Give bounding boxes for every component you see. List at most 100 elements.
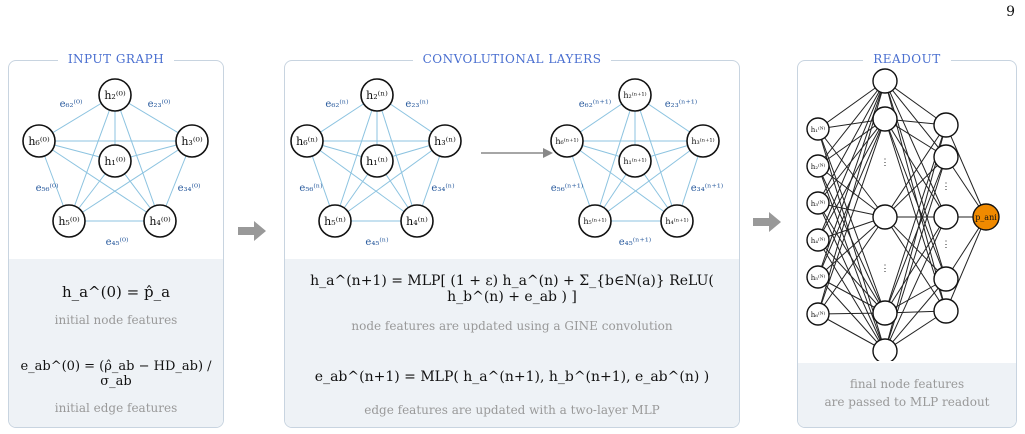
mlp-ellipsis: ⋮	[881, 264, 890, 274]
input-graph-panel: INPUT GRAPH h₂⁽⁰⁾ h₆⁽⁰⁾ h₁⁽⁰⁾ h₃⁽⁰⁾ h	[8, 52, 224, 428]
conv-graphs-diagram: h₂⁽ⁿ⁾ h₆⁽ⁿ⁾ h₁⁽ⁿ⁾ h₃⁽ⁿ⁾ h₅⁽ⁿ⁾ h₄⁽ⁿ⁾ e₆₂⁽…	[290, 78, 723, 248]
node-n1-h2	[618, 78, 652, 112]
input-edge-equation: e_ab^(0) = (ρ̂_ab − HD_ab) / σ_ab	[20, 359, 212, 389]
edge-n1-e23: e₂₃⁽ⁿ⁺¹⁾	[665, 99, 697, 110]
edge-n1-e62: e₆₂⁽ⁿ⁺¹⁾	[579, 99, 611, 110]
node-n-h6	[290, 124, 324, 158]
mlp-connection	[817, 80, 886, 241]
mlp-connection	[884, 216, 947, 314]
mlp-connection	[884, 278, 947, 352]
mlp-connection	[817, 80, 886, 204]
edge-update-caption: edge features are updated with a two-lay…	[364, 403, 660, 417]
mlp-ellipsis: ⋮	[881, 158, 890, 168]
mlp-connection	[817, 239, 886, 314]
mlp-hidden2-node	[933, 266, 959, 292]
mlp-input-label: h₅⁽ᴺ⁾	[811, 273, 826, 282]
mlp-input-label: h₃⁽ᴺ⁾	[811, 199, 826, 208]
mlp-output-label: p_ani	[975, 213, 997, 222]
label-n1-h3: h₃⁽ⁿ⁺¹⁾	[691, 137, 714, 146]
node-h2	[98, 78, 132, 112]
mlp-ellipsis: ⋮	[942, 182, 951, 192]
node-n-h2	[360, 78, 394, 112]
label-h1: h₁⁽⁰⁾	[104, 155, 126, 168]
flow-arrow-1	[238, 221, 266, 241]
mlp-hidden1-node	[872, 68, 898, 94]
mlp-connection	[817, 313, 886, 352]
node-n-h3	[428, 124, 462, 158]
mlp-connection	[884, 216, 947, 280]
mlp-connection	[817, 165, 886, 314]
mlp-diagram: h₁⁽ᴺ⁾ h₂⁽ᴺ⁾ h₃⁽ᴺ⁾ h₄⁽ᴺ⁾ h₅⁽ᴺ⁾ h₆⁽ᴺ⁾ p_ani ⋮ ⋮ ⋮ ⋮	[806, 68, 1000, 361]
mlp-input-label: h₄⁽ᴺ⁾	[811, 236, 826, 245]
edge-n1-e56: e₅₆⁽ⁿ⁺¹⁾	[551, 183, 583, 194]
mlp-input-node	[806, 265, 830, 289]
label-n1-h2: h₂⁽ⁿ⁺¹⁾	[623, 91, 646, 100]
mlp-connection	[884, 118, 947, 218]
label-n-h5: h₅⁽ⁿ⁾	[324, 215, 346, 228]
node-n-h4	[400, 204, 434, 238]
mlp-input-label: h₂⁽ᴺ⁾	[811, 162, 826, 171]
mlp-hidden2-node	[933, 144, 959, 170]
mlp-hidden1-node	[872, 338, 898, 361]
edge-e62: e₆₂⁽⁰⁾	[60, 99, 83, 110]
mlp-input-node	[806, 154, 830, 178]
mlp-input-label: h₆⁽ᴺ⁾	[811, 310, 826, 319]
mlp-connection	[884, 156, 947, 314]
gine-equation: h_a^(n+1) = MLP[ (1 + ε) h_a^(n) + Σ_{b∈…	[310, 273, 714, 305]
label-n1-h6: h₆⁽ⁿ⁺¹⁾	[555, 137, 578, 146]
edge-n-e23: e₂₃⁽ⁿ⁾	[405, 99, 428, 110]
layer-update-arrow	[481, 148, 553, 158]
mlp-connection	[817, 128, 886, 218]
mlp-connection	[884, 216, 947, 312]
label-h5: h₅⁽⁰⁾	[58, 215, 80, 228]
node-n1-h4	[660, 204, 694, 238]
label-n1-h4: h₄⁽ⁿ⁺¹⁾	[665, 217, 688, 226]
input-edge-caption: initial edge features	[54, 401, 178, 415]
edge-e34: e₃₄⁽⁰⁾	[178, 183, 201, 194]
input-node-caption: initial node features	[54, 313, 178, 327]
edge-n-e45: e₄₅⁽ⁿ⁾	[365, 237, 388, 248]
mlp-hidden2-node	[933, 298, 959, 324]
mlp-connection	[817, 80, 886, 167]
input-node-equation: h_a^(0) = p̂_a	[61, 283, 171, 301]
mlp-connection	[817, 118, 886, 315]
mlp-ellipsis: ⋮	[942, 240, 951, 250]
input-graph-diagram: h₂⁽⁰⁾ h₆⁽⁰⁾ h₁⁽⁰⁾ h₃⁽⁰⁾ h₅⁽⁰⁾ h₄⁽⁰⁾ e₆₂⁽…	[22, 78, 209, 248]
mlp-connection	[945, 216, 987, 312]
readout-caption-line2: are passed to MLP readout	[824, 395, 990, 409]
conv-formulas	[285, 259, 739, 427]
mlp-connection	[817, 202, 886, 314]
readout-caption-box	[798, 363, 1016, 427]
input-graph-title: INPUT GRAPH	[9, 52, 223, 66]
edge-e45: e₄₅⁽⁰⁾	[106, 237, 129, 248]
node-h1	[98, 144, 132, 178]
label-n-h2: h₂⁽ⁿ⁾	[366, 89, 388, 102]
node-h5	[52, 204, 86, 238]
node-n1-h3	[686, 124, 720, 158]
node-n-h5	[318, 204, 352, 238]
edge-n-e34: e₃₄⁽ⁿ⁾	[431, 183, 454, 194]
conv-layers-panel: CONVOLUTIONAL LAYERS h₂⁽ⁿ⁾ h₆⁽ⁿ⁾ h₁⁽ⁿ⁾	[284, 52, 740, 428]
mlp-hidden1-node	[872, 204, 898, 230]
mlp-connection	[884, 80, 947, 218]
edge-n1-e34: e₃₄⁽ⁿ⁺¹⁾	[691, 183, 723, 194]
mlp-input-label: h₁⁽ᴺ⁾	[811, 125, 826, 134]
label-n-h4: h₄⁽ⁿ⁾	[406, 215, 428, 228]
page-number: 9	[1006, 4, 1015, 20]
mlp-connection	[817, 80, 886, 130]
readout-caption-line1: final node features	[849, 377, 965, 391]
label-h2: h₂⁽⁰⁾	[104, 89, 126, 102]
node-n1-h5	[578, 204, 612, 238]
mlp-connection	[884, 118, 947, 280]
label-h6: h₆⁽⁰⁾	[28, 135, 50, 148]
label-h4: h₄⁽⁰⁾	[149, 215, 171, 228]
mlp-hidden2-node	[933, 112, 959, 138]
mlp-connection	[817, 216, 886, 315]
mlp-hidden1-node	[872, 300, 898, 326]
mlp-input-node	[806, 228, 830, 252]
gine-caption: node features are updated using a GINE c…	[351, 319, 673, 333]
label-n-h6: h₆⁽ⁿ⁾	[296, 135, 318, 148]
label-n1-h1: h₁⁽ⁿ⁺¹⁾	[623, 157, 646, 166]
mlp-connection	[884, 156, 947, 218]
mlp-hidden2-node	[933, 204, 959, 230]
